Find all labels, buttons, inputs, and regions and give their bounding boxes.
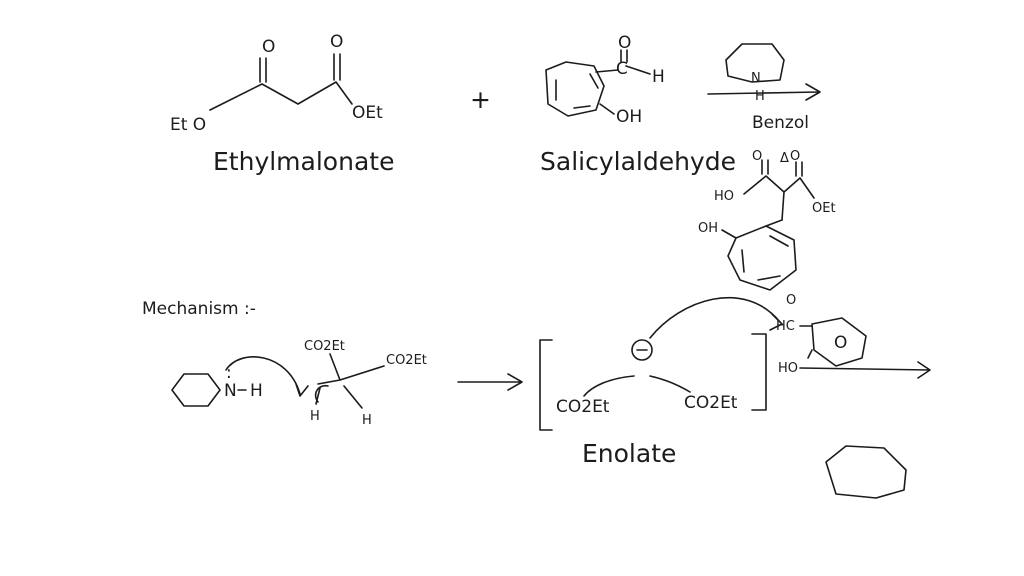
aldehyde-bond	[595, 65, 651, 75]
product-double-bonds	[761, 159, 803, 177]
ring-inner-bonds	[555, 73, 599, 109]
salicylaldehyde-label: Salicylaldehyde	[540, 147, 736, 176]
piperidine-base: N : H	[171, 356, 309, 407]
product-oxygen-2: O	[790, 149, 800, 164]
mechanism-arrow	[457, 373, 523, 391]
c-h-bond-arrow	[314, 384, 329, 403]
curved-arrow-deprotonation	[225, 356, 309, 397]
product-benzene-ring	[727, 225, 797, 291]
bracket-left	[539, 339, 553, 431]
piperidine-ring-reagent	[725, 43, 785, 83]
aldehyde-fragment: O HC O HO	[776, 293, 931, 379]
nucleophilic-attack-arrow	[649, 297, 783, 339]
enolate-co2et-left: CO2Et	[556, 397, 610, 417]
fragment-ring-oxygen: O	[834, 333, 847, 353]
aldehyde-carbon: C	[616, 59, 628, 79]
ethylmalonate-skeleton	[209, 81, 353, 111]
salicylaldehyde-structure: O C H OH Salicylaldehyde	[540, 33, 736, 176]
piperidine-nitrogen: N	[751, 71, 761, 86]
ester-double-bond	[333, 53, 341, 81]
nitrogen-lone-pair: :	[226, 363, 232, 383]
hexagon-sketch	[825, 445, 907, 499]
substrate-hydrogen-left: H	[310, 409, 320, 424]
malonate-substrate: CO2Et CO2Et H H	[304, 339, 427, 428]
enolate-bonds	[583, 375, 691, 397]
mechanism-nh-hydrogen: H	[250, 381, 263, 401]
plus-sign: +	[470, 85, 491, 114]
fragment-ring	[811, 317, 867, 367]
fragment-ho: HO	[778, 361, 798, 376]
product-structure: O O HO OEt OH	[698, 149, 836, 291]
substrate-co2et-right: CO2Et	[386, 353, 427, 368]
product-linker	[721, 219, 783, 239]
product-oxygen-1: O	[752, 149, 762, 164]
ethylmalonate-label: Ethylmalonate	[213, 147, 394, 176]
aldehyde-hydrogen: H	[652, 67, 665, 87]
product-oet: OEt	[812, 201, 836, 216]
ketone-oxygen: O	[262, 37, 275, 57]
enolate-co2et-right: CO2Et	[684, 393, 738, 413]
benzene-ring	[545, 61, 605, 117]
mechanism-nitrogen: N	[224, 381, 237, 401]
phenol-bond	[599, 103, 615, 115]
product-ho: HO	[714, 189, 734, 204]
substrate-hydrogen-right: H	[362, 413, 372, 428]
aldehyde-oxygen: O	[618, 33, 631, 53]
reagent-conditions: N H Benzol Δ	[707, 43, 821, 166]
fragment-arrow	[799, 361, 931, 379]
fragment-bonds	[799, 325, 813, 359]
solvent-label: Benzol	[752, 113, 809, 133]
fragment-oxygen: O	[786, 293, 796, 308]
fragment-hc: HC	[776, 319, 795, 334]
ethylmalonate-structure: O O OEt Et O Ethylmalonate	[170, 32, 394, 176]
enolate-label: Enolate	[582, 439, 676, 468]
carbanion-charge-circle	[631, 339, 653, 361]
mechanism-heading: Mechanism :-	[142, 299, 256, 319]
substrate-co2et-top: CO2Et	[304, 339, 345, 354]
heat-symbol: Δ	[780, 151, 789, 166]
product-oh: OH	[698, 221, 718, 236]
ester-oet: OEt	[352, 103, 383, 123]
ketone-double-bond	[259, 57, 267, 83]
phenol-oh: OH	[616, 107, 642, 127]
substrate-bonds	[315, 353, 385, 409]
ethoxy-group: Et O	[170, 115, 206, 135]
product-ring-inner-bonds	[741, 235, 789, 281]
enolate-intermediate: CO2Et CO2Et Enolate	[539, 297, 783, 468]
bracket-right	[751, 333, 767, 411]
reaction-arrow	[707, 83, 821, 101]
ester-oxygen: O	[330, 32, 343, 52]
piperidine-hydrogen: H	[755, 89, 765, 104]
piperidine-ring-mech	[171, 373, 221, 407]
product-skeleton	[743, 175, 815, 221]
aldehyde-double-bond	[620, 49, 628, 63]
